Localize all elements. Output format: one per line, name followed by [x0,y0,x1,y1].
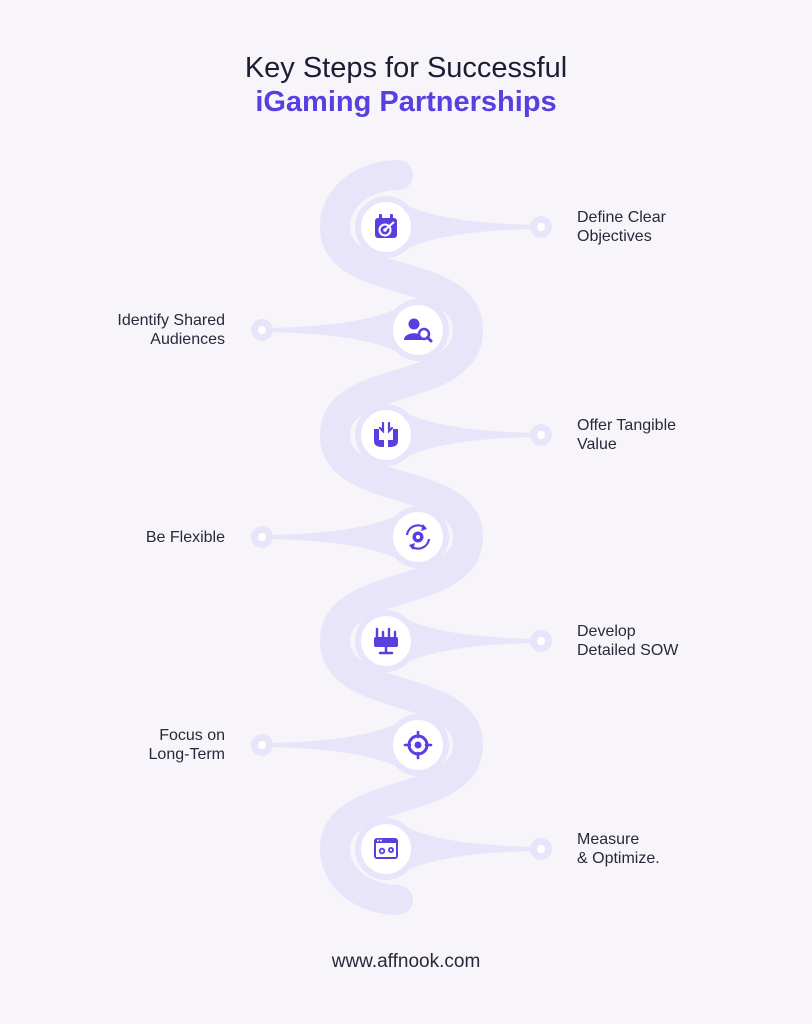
step-label-line: Measure [577,831,640,848]
connector-end-dot-center [537,431,545,439]
step-label-6: Focus on Long-Term [25,726,225,764]
step-label-line: Identify Shared [117,312,225,329]
step-3 [355,404,552,466]
step-label-line: Objectives [577,228,652,245]
connector-end-dot-center [537,223,545,231]
step-label-line: Offer Tangible [577,417,677,434]
step-label-4: Be Flexible [25,528,225,547]
crosshair-target-icon [403,730,433,760]
step-2 [251,299,449,361]
connector-end-dot-center [537,637,545,645]
connector-end-dot-center [258,741,266,749]
step-label-line: Detailed SOW [577,642,679,659]
step-5 [355,610,552,672]
connector-stem [262,723,398,767]
step-1 [355,196,552,258]
step-4 [251,506,449,568]
step-7 [355,818,552,880]
connector-stem [406,827,541,871]
node-circle [361,410,411,460]
connector-stem [406,619,541,663]
step-label-line: Long-Term [148,746,225,763]
presentation-board-icon [374,627,398,655]
connector-stem [262,515,398,559]
step-6 [251,714,449,776]
calendar-target-icon [375,214,397,238]
step-label-line: Audiences [150,331,225,348]
connector-end-dot-center [537,845,545,853]
connector-end-dot-center [258,533,266,541]
title-line-2: iGaming Partnerships [255,86,557,118]
browser-settings-icon [374,838,398,859]
gear-cycle-icon [405,524,431,550]
step-label-line: Define Clear [577,209,666,226]
step-label-line: Be Flexible [145,528,225,546]
node-circle [393,305,443,355]
connector-stem [406,413,541,457]
connector-stem [262,308,398,352]
footer-url: www.affnook.com [331,951,481,972]
step-label-line: & Optimize. [577,850,660,867]
step-label-line: Focus on [159,727,225,744]
step-label-7: Measure & Optimize. [577,830,777,868]
step-label-line: Develop [577,623,636,640]
connector-stem [406,205,541,249]
hands-exchange-icon [374,421,398,447]
step-label-line: Value [577,436,617,453]
connector-end-dot-center [258,326,266,334]
user-search-icon [404,318,433,343]
title-line-1: Key Steps for Successful [244,52,568,84]
snake-track [319,160,484,915]
